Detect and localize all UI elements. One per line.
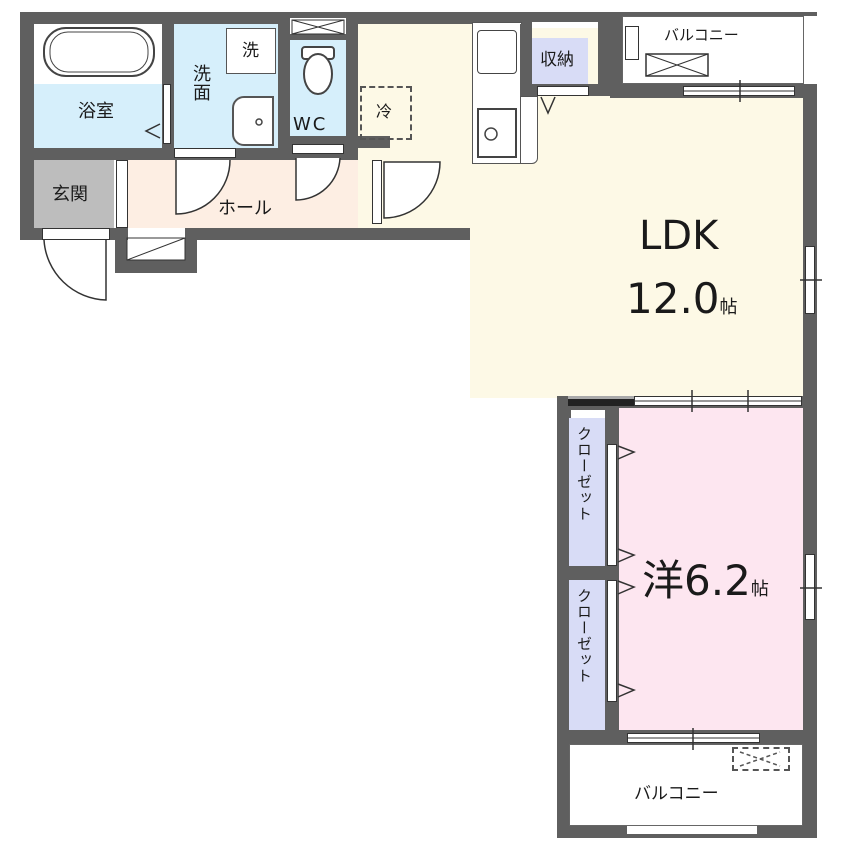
- storage-label: 収納: [540, 50, 574, 70]
- ldk-size-value: 12.0: [626, 274, 720, 323]
- kitchen-sink: [477, 108, 517, 158]
- closet-upper: [569, 418, 605, 566]
- fridge-label: 冷: [376, 102, 393, 121]
- western-room-size: 洋6.2帖: [642, 560, 769, 602]
- washer-label: 洗: [242, 41, 259, 61]
- ldk-size-unit: 帖: [719, 297, 738, 318]
- closet-upper-door[interactable]: [607, 444, 617, 566]
- wall: [20, 148, 180, 160]
- balcony-bottom-opening: [627, 826, 757, 834]
- hall-label: ホール: [218, 198, 272, 219]
- ldk-balcony-window[interactable]: [683, 86, 795, 96]
- shoe-storage: [127, 240, 185, 260]
- ac-outdoor-unit: [732, 747, 790, 771]
- closet-lower-door[interactable]: [607, 580, 617, 702]
- closet-lower: [569, 580, 605, 730]
- storage-top-edge: [532, 22, 598, 28]
- stove: [477, 30, 517, 74]
- bathroom: [34, 84, 162, 148]
- storage: [532, 38, 588, 84]
- ldk-size: 12.0帖: [626, 278, 738, 320]
- partition-rail: [568, 396, 634, 406]
- ldk-door[interactable]: [372, 160, 382, 224]
- storage-door[interactable]: [537, 86, 589, 96]
- front-door-swing: [43, 239, 107, 301]
- closet-upper-label: クローゼット: [575, 426, 593, 522]
- wall: [520, 24, 532, 96]
- washroom-door[interactable]: [174, 148, 236, 158]
- counter-edge: [520, 96, 538, 164]
- wall: [610, 12, 817, 16]
- balcony-top-post: [625, 26, 639, 60]
- ldk-western-sliding-door[interactable]: [634, 396, 802, 406]
- wall: [20, 12, 34, 240]
- western-room-size-value: 6.2: [684, 556, 751, 605]
- ldk-label: LDK: [639, 213, 719, 259]
- front-door[interactable]: [42, 228, 110, 240]
- washer-space: [226, 28, 276, 74]
- wall: [278, 24, 290, 160]
- western-balcony-window[interactable]: [627, 733, 760, 743]
- balcony-top-label: バルコニー: [664, 26, 739, 44]
- wall: [610, 12, 622, 98]
- bathtub-area: [34, 24, 162, 84]
- western-room-size-unit: 帖: [750, 579, 769, 600]
- washroom-label: 洗面: [190, 64, 211, 102]
- wc-door[interactable]: [292, 144, 344, 154]
- closet-lower-label: クローゼット: [575, 588, 593, 684]
- western-room: [619, 408, 803, 730]
- entrance-step: [116, 160, 128, 228]
- western-side-window[interactable]: [805, 554, 815, 620]
- wall: [803, 86, 817, 838]
- wc-label: WC: [293, 114, 328, 135]
- fridge-space: [360, 86, 412, 140]
- entrance: [34, 160, 114, 228]
- entrance-label: 玄関: [52, 184, 88, 205]
- wash-basin: [232, 96, 274, 146]
- wall: [20, 228, 42, 240]
- balcony-bottom-label: バルコニー: [634, 784, 719, 804]
- wall: [346, 24, 358, 160]
- bathroom-door[interactable]: [163, 84, 171, 144]
- bathroom-label: 浴室: [78, 101, 114, 122]
- wall: [598, 24, 610, 96]
- ldk-side-window[interactable]: [805, 246, 815, 314]
- western-room-label: 洋: [642, 556, 685, 605]
- wall: [115, 260, 197, 273]
- wall: [290, 34, 346, 40]
